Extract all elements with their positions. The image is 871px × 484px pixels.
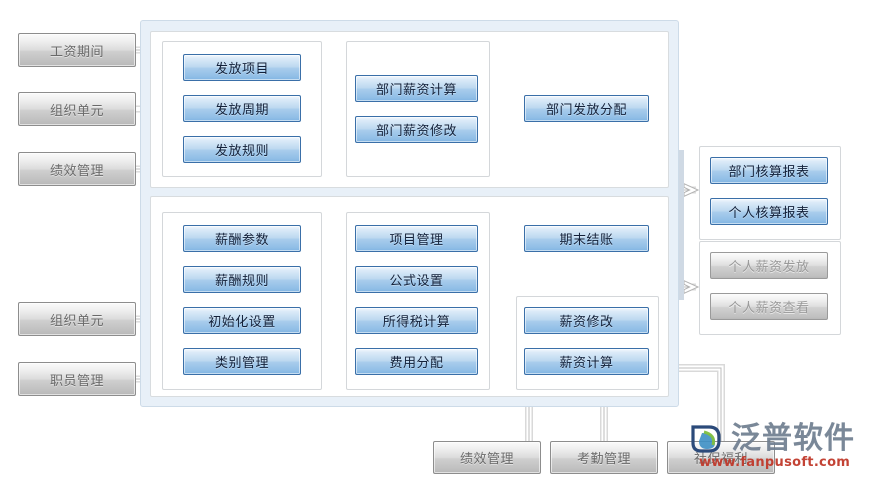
node-label: 个人薪资发放 [728,260,810,275]
node-bumen-fafang-fenpei[interactable]: 部门发放分配 [524,95,649,122]
node-fafang-xiangmu[interactable]: 发放项目 [183,54,301,81]
node-label: 部门发放分配 [545,103,627,118]
node-label: 社保福利 [693,452,748,467]
input-node-jixiao-guanli-2[interactable]: 绩效管理 [433,441,541,474]
node-label: 组织单元 [49,103,104,119]
node-label: 部门核算报表 [728,165,810,180]
node-label: 部门薪资修改 [375,124,457,139]
node-label: 组织单元 [49,313,104,329]
node-fafang-guize[interactable]: 发放规则 [183,136,301,163]
node-label: 绩效管理 [49,163,104,179]
node-label: 个人核算报表 [728,206,810,221]
node-xinzi-jisuan[interactable]: 薪资计算 [524,348,649,375]
node-leibie-guanli[interactable]: 类别管理 [183,348,301,375]
node-geren-hesuan-baobiao[interactable]: 个人核算报表 [710,198,828,225]
wire-group-right-outputs [676,150,698,300]
node-label: 发放项目 [214,62,269,77]
node-label: 工资期间 [49,44,104,60]
node-label: 职员管理 [49,373,104,389]
node-bumen-xinzi-jisuan[interactable]: 部门薪资计算 [355,75,478,102]
node-bumen-xinzi-xiugai[interactable]: 部门薪资修改 [355,116,478,143]
node-xinchou-guize[interactable]: 薪酬规则 [183,266,301,293]
node-label: 初始化设置 [208,315,276,330]
node-label: 发放规则 [214,144,269,159]
node-label: 类别管理 [214,356,269,371]
node-label: 薪酬参数 [214,233,269,248]
input-node-zhiyuan-guanli[interactable]: 职员管理 [18,362,136,396]
node-label: 期末结账 [559,233,614,248]
input-node-gongzi-qijian[interactable]: 工资期间 [18,33,136,67]
node-qimo-jiezhang[interactable]: 期末结账 [524,225,649,252]
input-node-shebao-fuli[interactable]: 社保福利 [667,441,775,474]
node-xinchou-canshu[interactable]: 薪酬参数 [183,225,301,252]
node-chushihua-shezhi[interactable]: 初始化设置 [183,307,301,334]
node-xinzi-xiugai[interactable]: 薪资修改 [524,307,649,334]
node-suodeshui-jisuan[interactable]: 所得税计算 [355,307,478,334]
input-node-zuzhi-danyuan-2[interactable]: 组织单元 [18,302,136,336]
input-node-jixiao-guanli-1[interactable]: 绩效管理 [18,152,136,186]
input-node-kaoqin-guanli[interactable]: 考勤管理 [550,441,658,474]
node-xiangmu-guanli[interactable]: 项目管理 [355,225,478,252]
node-feiyong-fenpei[interactable]: 费用分配 [355,348,478,375]
node-geren-xinzi-chakan[interactable]: 个人薪资查看 [710,293,828,320]
node-fafang-zhouqi[interactable]: 发放周期 [183,95,301,122]
node-label: 所得税计算 [382,315,451,330]
node-gongshi-shezhi[interactable]: 公式设置 [355,266,478,293]
node-label: 薪酬规则 [214,274,269,289]
node-label: 考勤管理 [576,452,631,467]
node-label: 绩效管理 [459,452,514,467]
node-label: 部门薪资计算 [375,83,457,98]
node-label: 发放周期 [214,103,269,118]
node-label: 费用分配 [389,356,444,371]
node-label: 公式设置 [389,274,444,289]
node-geren-xinzi-fafang[interactable]: 个人薪资发放 [710,252,828,279]
node-label: 项目管理 [389,233,444,248]
node-label: 个人薪资查看 [728,301,810,316]
node-label: 薪资修改 [559,315,614,330]
node-bumen-hesuan-baobiao[interactable]: 部门核算报表 [710,157,828,184]
bumen-xinzi-group-panel [346,41,490,177]
node-label: 薪资计算 [559,356,614,371]
input-node-zuzhi-danyuan-1[interactable]: 组织单元 [18,92,136,126]
